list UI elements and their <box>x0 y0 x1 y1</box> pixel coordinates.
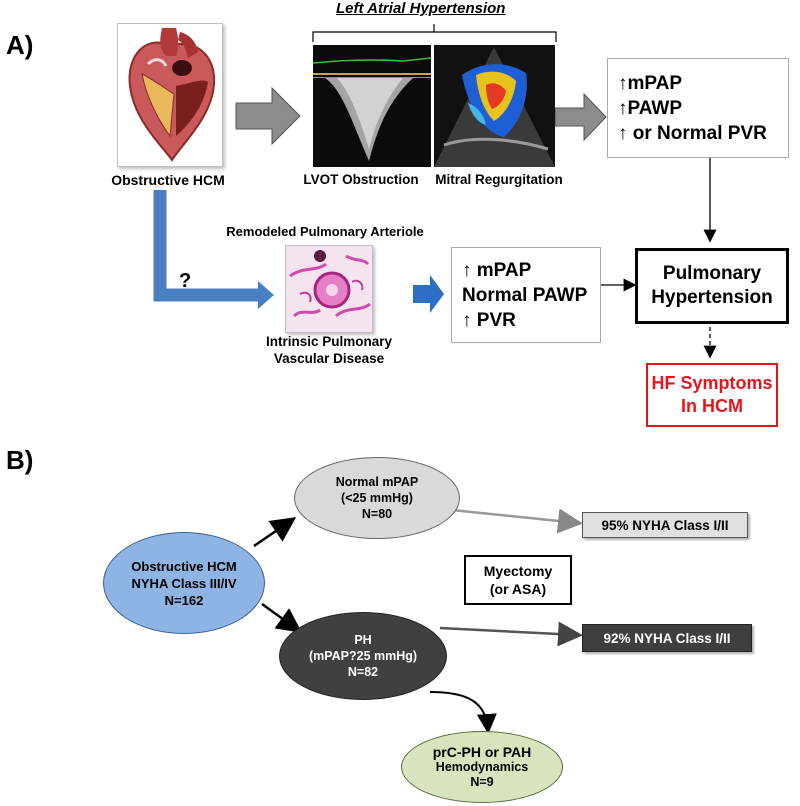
prc-ph-oval: prC-PH or PAH Hemodynamics N=9 <box>401 731 563 803</box>
blue-l-arrow <box>153 190 262 302</box>
heart-image <box>117 23 223 167</box>
panel-a-label: A) <box>6 30 34 60</box>
blue-arrow <box>413 275 444 313</box>
intrinsic-caption: Intrinsic Pulmonary Vascular Disease <box>256 333 402 367</box>
ph-oval: PH (mPAP?25 mmHg) N=82 <box>279 612 447 700</box>
left-atrial-title: Left Atrial Hypertension <box>336 0 506 17</box>
outcome-ph-box: 92% NYHA Class I/II <box>582 624 752 652</box>
panel-a-connectors <box>153 24 717 359</box>
color-doppler-icon <box>434 47 555 167</box>
arrow-normal-outcome <box>451 508 583 534</box>
remodeled-caption: Remodeled Pulmonary Arteriole <box>226 224 424 239</box>
gray-arrow-1 <box>235 86 301 146</box>
gray-arrow-2 <box>554 92 607 142</box>
hf-line-2: In HCM <box>681 396 743 416</box>
obstructive-hcm-oval: Obstructive HCM NYHA Class III/IV N=162 <box>103 532 265 634</box>
heart-icon <box>128 28 216 162</box>
arrow-ph-outcome <box>439 621 583 647</box>
normal-line-1: Normal mPAP <box>335 475 419 489</box>
arrow-ph-prc <box>429 691 497 734</box>
normal-mpap-oval: Normal mPAP (<25 mmHg) N=80 <box>294 457 460 539</box>
box1-line-2: ↑PAWP <box>618 98 683 119</box>
box2-line-3: ↑ PVR <box>462 310 516 331</box>
box2-line-2: Normal PAWP <box>462 285 588 306</box>
outcome-normal-box: 95% NYHA Class I/II <box>582 512 748 538</box>
bracket <box>312 24 557 42</box>
ph-line-2: Hypertension <box>651 287 773 308</box>
intrinsic-line-2: Vascular Disease <box>273 351 385 366</box>
lvot-caption: LVOT Obstruction <box>303 172 419 187</box>
arrow-start-normal <box>253 517 297 548</box>
box2-line-1: ↑ mPAP <box>462 260 532 281</box>
box1-line-3: ↑ or Normal PVR <box>618 123 767 144</box>
question-mark: ? <box>179 270 192 292</box>
start-line-2: NYHA Class III/IV <box>131 575 237 591</box>
hemodynamics-box-1: ↑mPAP ↑PAWP ↑ or Normal PVR <box>607 58 789 158</box>
lvot-doppler-image <box>312 45 432 167</box>
start-line-1: Obstructive HCM <box>131 558 237 574</box>
pulmonary-hypertension-box: Pulmonary Hypertension <box>635 248 789 324</box>
ph-line-1: Pulmonary <box>662 263 762 284</box>
mitral-regurgitation-image <box>434 45 555 167</box>
hf-symptoms-box: HF Symptoms In HCM <box>646 363 778 427</box>
normal-line-2: (<25 mmHg) <box>341 491 413 505</box>
intrinsic-line-1: Intrinsic Pulmonary <box>265 334 393 349</box>
myectomy-line-2: (or ASA) <box>489 581 547 597</box>
obstructive-hcm-caption: Obstructive HCM <box>111 172 225 188</box>
blue-l-arrowhead <box>258 281 274 309</box>
panel-b-connectors <box>253 508 583 734</box>
ph-oval-line-2: (mPAP?25 mmHg) <box>308 649 418 663</box>
start-line-3: N=162 <box>164 592 204 608</box>
arteriole-image <box>285 245 373 333</box>
panel-b-label: B) <box>6 445 34 475</box>
ph-oval-line-3: N=82 <box>347 665 379 679</box>
histology-icon <box>286 246 372 332</box>
doppler-icon <box>312 57 432 161</box>
prc-line-2: Hemodynamics <box>435 759 529 774</box>
hemodynamics-box-2: ↑ mPAP Normal PAWP ↑ PVR <box>451 247 601 343</box>
myectomy-line-1: Myectomy <box>483 563 553 579</box>
prc-line-3: N=9 <box>470 774 494 789</box>
hf-line-1: HF Symptoms <box>651 373 773 393</box>
mitral-caption: Mitral Regurgitation <box>435 172 563 187</box>
normal-line-3: N=80 <box>361 507 393 521</box>
ph-oval-line-1: PH <box>354 633 372 647</box>
arrow-start-ph <box>261 602 303 633</box>
prc-line-1: prC-PH or PAH <box>432 743 532 760</box>
myectomy-box: Myectomy (or ASA) <box>464 555 572 605</box>
box1-line-1: ↑mPAP <box>618 73 683 94</box>
